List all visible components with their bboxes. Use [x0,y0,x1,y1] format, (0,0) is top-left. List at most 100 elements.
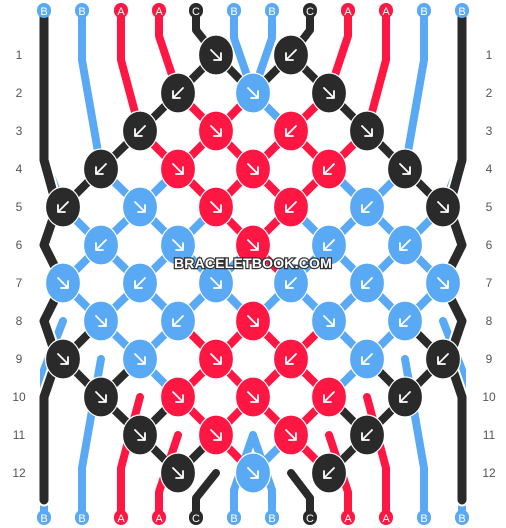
string-cap-bottom [75,510,89,525]
row-number-left: 1 [16,48,23,62]
string-cap-bottom [189,510,203,525]
string-label-bottom: A [344,513,352,525]
knot-arrow-icon [285,429,297,441]
row-number-left: 3 [16,124,23,138]
knot [159,300,197,342]
knot-arrow-icon [210,125,222,137]
knot-arrow-icon [437,353,449,365]
knot-arrow-icon [57,277,69,289]
knot [197,186,235,228]
knot-arrow-icon [172,315,184,327]
knot-arrow-icon [95,391,107,403]
knot [348,110,386,152]
knot-arrow-icon [437,201,449,213]
string-label-top: B [230,6,237,18]
string-label-top: A [344,6,352,18]
knot [159,224,197,266]
string-label-top: A [117,6,125,18]
row-number-left: 12 [12,466,26,480]
knot [310,300,348,342]
knot-arrow-icon [323,239,335,251]
knot [386,148,424,190]
knot [159,72,197,114]
row-number-right: 7 [486,276,493,290]
knot [310,224,348,266]
string-cap-bottom [114,510,128,525]
string-cap-bottom [455,510,469,525]
edge-string-right-dark [438,5,467,505]
string-cap-bottom [37,510,51,525]
knot-arrow-icon [247,467,259,479]
knot [272,186,310,228]
knot [386,376,424,418]
knot-arrow-icon [172,467,184,479]
knot [348,186,386,228]
knot [197,338,235,380]
string-cap-bottom [341,510,355,525]
row-number-right: 3 [486,124,493,138]
knot [121,262,159,304]
knot-arrow-icon [361,429,373,441]
string-label-top: A [382,6,390,18]
knot-arrow-icon [95,163,107,175]
string-label-bottom: C [306,513,314,525]
knot-arrow-icon [247,391,259,403]
knot-arrow-icon [361,201,373,213]
knot [121,110,159,152]
knot-arrow-icon [134,125,146,137]
string-cap-bottom [152,510,166,525]
knot-arrow-icon [210,353,222,365]
string-label-top: B [78,6,85,18]
knot-arrow-icon [399,163,411,175]
thread-start [363,12,390,135]
knot [234,224,272,266]
knot [234,376,272,418]
knot [272,34,310,76]
knot-arrow-icon [95,239,107,251]
row-number-right: 4 [486,162,493,176]
knot-arrow-icon [247,87,259,99]
knot [348,338,386,380]
knot-arrow-icon [134,353,146,365]
knot [348,414,386,456]
knot [234,72,272,114]
string-cap-top [189,3,203,18]
knot-arrow-icon [399,239,411,251]
string-cap-top [265,3,279,18]
knot [272,414,310,456]
knot-arrow-icon [323,467,335,479]
string-cap-top [417,3,431,18]
knot [272,338,310,380]
knot [159,148,197,190]
string-cap-top [114,3,128,18]
knot-arrow-icon [323,391,335,403]
string-cap-top [379,3,393,18]
knot [82,224,120,266]
knot-arrow-icon [172,391,184,403]
row-number-left: 7 [16,276,23,290]
row-number-left: 10 [12,390,26,404]
string-label-bottom: A [117,513,125,525]
knot [44,262,82,304]
string-cap-top [75,3,89,18]
knot-arrow-icon [247,315,259,327]
row-number-right: 2 [486,86,493,100]
thread-end [287,469,314,516]
row-number-right: 1 [486,48,493,62]
string-label-top: B [420,6,427,18]
string-cap-top [37,3,51,18]
string-cap-bottom [417,510,431,525]
thread-start [401,12,428,173]
string-label-bottom: B [40,513,47,525]
knot-grid [44,34,462,494]
thread-start [117,12,144,135]
row-number-right: 5 [486,200,493,214]
row-number-left: 11 [13,428,26,442]
knot-arrow-icon [361,353,373,365]
knot [159,452,197,494]
row-number-left: 8 [16,314,23,328]
string-label-top: B [458,6,465,18]
string-label-bottom: A [155,513,163,525]
watermark: BRACELETBOOK.COM [174,255,332,271]
